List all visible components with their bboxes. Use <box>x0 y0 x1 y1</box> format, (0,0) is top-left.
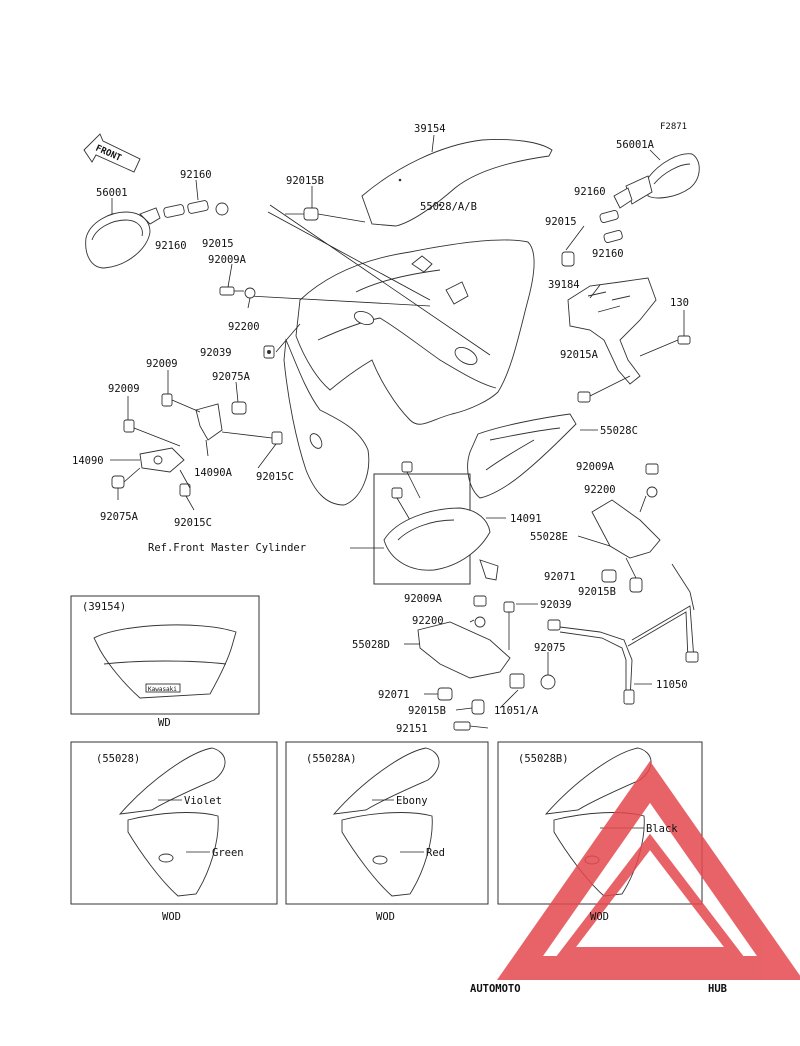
label-92160-tr: 92160 <box>574 186 606 198</box>
color-panel-55028a <box>285 741 489 905</box>
watermark-text-part2: HUB <box>708 983 727 995</box>
watermark-logo <box>496 761 800 980</box>
label-11050: 11050 <box>656 679 688 691</box>
label-14090a: 14090A <box>194 467 233 479</box>
left-mirror-grommets <box>163 200 229 218</box>
label-92015b-top: 92015B <box>286 175 324 187</box>
label-92071-r: 92071 <box>544 571 576 583</box>
label-39184: 39184 <box>548 279 580 291</box>
bracket-55028e <box>591 463 661 593</box>
label-92015-l: 92015 <box>202 238 234 250</box>
label-56001a: 56001A <box>616 139 655 151</box>
windshield-wd-box: Kawasaki <box>70 595 260 715</box>
panel-55028a-upper-color: Ebony <box>396 795 428 807</box>
label-92009a-r: 92009A <box>576 461 615 473</box>
left-bracket-cluster <box>111 393 283 497</box>
label-92015c-2: 92015C <box>174 517 212 529</box>
color-panel-55028 <box>70 741 278 905</box>
label-92015b-m: 92015B <box>408 705 446 717</box>
label-55028c: 55028C <box>600 425 638 437</box>
label-92009a-l: 92009A <box>208 254 247 266</box>
label-14091: 14091 <box>510 513 542 525</box>
windshield-model: WD <box>158 717 171 729</box>
mounting-stay-part <box>567 277 657 397</box>
panel-55028-lower-color: Green <box>212 847 244 859</box>
label-92015c-1: 92015C <box>256 471 294 483</box>
panel-55028a-lower-color: Red <box>426 847 445 859</box>
side-cowl-part <box>283 338 370 506</box>
label-92200-r: 92200 <box>584 484 616 496</box>
panel-55028a-code: (55028A) <box>306 753 357 765</box>
panel-55028-model: WOD <box>162 911 181 923</box>
label-14090: 14090 <box>72 455 104 467</box>
panel-55028b-upper-color: Black <box>646 823 678 835</box>
label-92015-r: 92015 <box>545 216 577 228</box>
nut-92015a <box>577 391 591 403</box>
label-92151: 92151 <box>396 723 428 735</box>
label-92009-2: 92009 <box>108 383 140 395</box>
label-92009a-m: 92009A <box>404 593 443 605</box>
panel-55028-code: (55028) <box>96 753 140 765</box>
left-mirror-part <box>85 207 161 269</box>
label-92160-l2: 92160 <box>155 240 187 252</box>
label-55028e: 55028E <box>530 531 568 543</box>
label-55028ab: 55028/A/B <box>420 201 477 213</box>
front-arrow-icon: FRONT <box>83 133 141 173</box>
label-ref-master: Ref.Front Master Cylinder <box>148 542 306 554</box>
bracket-55028d <box>417 595 556 731</box>
label-56001: 56001 <box>96 187 128 199</box>
panel-55028a-model: WOD <box>376 911 395 923</box>
label-92200-m: 92200 <box>412 615 444 627</box>
label-92009-1: 92009 <box>146 358 178 370</box>
left-screws <box>219 286 275 359</box>
panel-55028-upper-color: Violet <box>184 795 222 807</box>
cover-14091 <box>383 507 499 581</box>
bolt-130 <box>639 335 691 357</box>
label-92075a-1: 92075A <box>212 371 251 383</box>
windshield-part <box>361 139 553 227</box>
label-92039-l: 92039 <box>200 347 232 359</box>
right-mirror-grommets <box>561 210 623 267</box>
label-92075: 92075 <box>534 642 566 654</box>
label-92200-l: 92200 <box>228 321 260 333</box>
windshield-code: (39154) <box>82 601 126 613</box>
upper-cowl-part <box>295 239 535 425</box>
label-92160-tl: 92160 <box>180 169 212 181</box>
windshield-brand: Kawasaki <box>148 686 177 693</box>
panel-55028b-code: (55028B) <box>518 753 569 765</box>
panel-55028b-model: WOD <box>590 911 609 923</box>
label-130: 130 <box>670 297 689 309</box>
inner-panel-55028c <box>467 413 577 499</box>
label-39154: 39154 <box>414 123 446 135</box>
figure-code: F2871 <box>660 122 687 132</box>
label-92075a-2: 92075A <box>100 511 139 523</box>
label-92039-m: 92039 <box>540 599 572 611</box>
label-92015b-r: 92015B <box>578 586 616 598</box>
label-55028d: 55028D <box>352 639 390 651</box>
label-11051a: 11051/A <box>494 705 539 717</box>
frame-stay-11050 <box>547 563 699 705</box>
master-cylinder-box <box>373 461 471 585</box>
grommet-92015b <box>303 207 319 221</box>
label-92160-r2: 92160 <box>592 248 624 260</box>
right-mirror-part <box>613 153 700 209</box>
watermark-text-part1: AUTOMOTO <box>470 983 521 995</box>
label-92071-m: 92071 <box>378 689 410 701</box>
label-92015a: 92015A <box>560 349 599 361</box>
